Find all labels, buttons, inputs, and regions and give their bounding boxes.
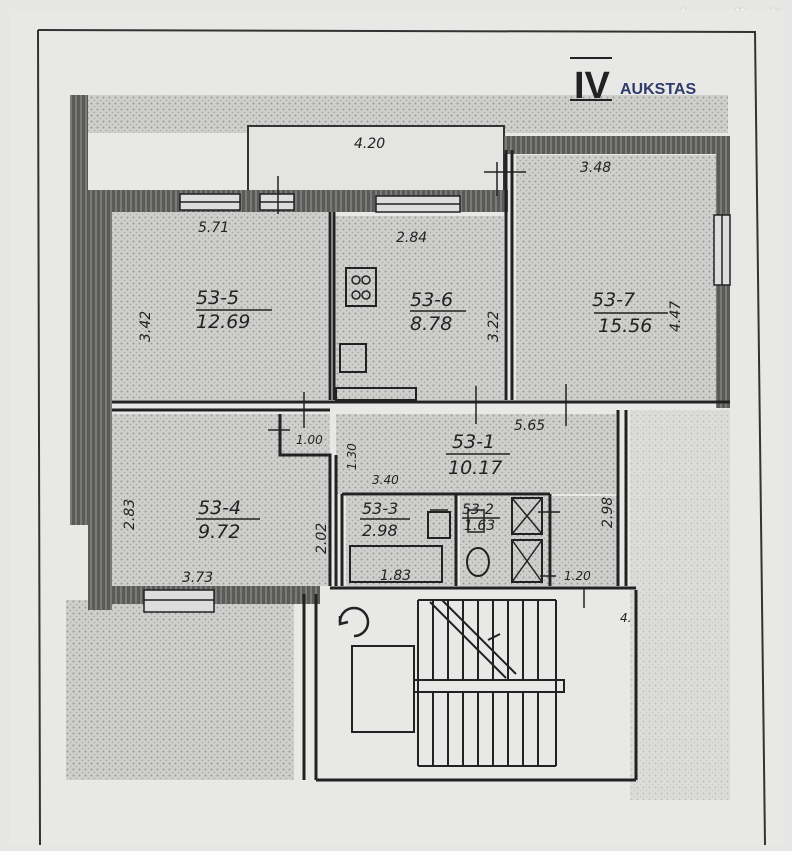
dim-r6-width: 2.84 xyxy=(396,230,427,246)
wall-north-east xyxy=(504,136,728,154)
room-53-2-code: 53-2 xyxy=(462,502,494,518)
shaft-top-icon xyxy=(511,497,543,535)
window-53-4 xyxy=(143,589,215,613)
sink-icon xyxy=(339,343,367,373)
dim-r3-width: 3.40 xyxy=(372,473,399,487)
room-53-6-area: 8.78 xyxy=(410,313,452,335)
dim-r6-height: 3.22 xyxy=(486,311,502,342)
room-53-3-code: 53-3 xyxy=(362,499,398,518)
room-53-5-code: 53-5 xyxy=(196,287,239,309)
dim-r4-inner: 2.02 xyxy=(314,523,330,554)
room-53-7-code: 53-7 xyxy=(592,289,635,311)
dim-edge-mark: 4. xyxy=(620,611,631,625)
page-frame-left xyxy=(37,29,41,846)
room-53-1-area: 10.17 xyxy=(448,457,502,479)
room-53-3-area: 2.98 xyxy=(362,521,398,540)
wall-west-outer xyxy=(70,95,88,525)
dim-r7-height: 4.47 xyxy=(668,301,684,332)
room-53-6-code: 53-6 xyxy=(410,289,453,311)
room-53-5-floor xyxy=(112,212,328,400)
bathtub-icon xyxy=(349,545,443,583)
room-53-1-code: 53-1 xyxy=(452,431,495,453)
washbasin-icon xyxy=(427,511,451,539)
shaft-bottom-icon xyxy=(511,539,543,583)
dim-corridor-a: 1.00 xyxy=(296,433,323,447)
dim-r3-bottom: 1.83 xyxy=(380,568,411,584)
dimension-ticks xyxy=(268,162,585,608)
dim-r4-width: 3.73 xyxy=(182,570,213,586)
surround-bottom-left xyxy=(66,600,294,780)
dim-r5-height: 3.42 xyxy=(138,311,154,342)
stair-landing xyxy=(351,645,415,733)
room-53-2-area: 1.63 xyxy=(464,518,495,534)
room-53-4-area: 9.72 xyxy=(198,521,240,543)
interior-walls xyxy=(112,150,730,782)
dim-right-bottom: 1.20 xyxy=(564,569,591,583)
page-frame-top-right xyxy=(37,29,766,846)
corridor-right-floor xyxy=(552,496,618,586)
dim-r7-width: 3.48 xyxy=(580,160,611,176)
stove-icon xyxy=(345,267,377,307)
room-53-7-floor xyxy=(516,155,718,400)
room-53-4-code: 53-4 xyxy=(198,497,241,519)
dim-balcony-width: 4.20 xyxy=(354,136,385,152)
toilet-icon xyxy=(466,547,490,577)
kitchen-counter xyxy=(335,387,417,401)
staircase xyxy=(413,599,565,767)
dim-r4-height: 2.83 xyxy=(122,499,138,530)
room-53-6-floor xyxy=(334,216,504,400)
dim-corridor-b: 1.30 xyxy=(345,443,359,470)
surround-right xyxy=(630,410,730,800)
wall-west xyxy=(88,190,112,610)
floor-label: AUKSTAS xyxy=(620,81,696,98)
room-53-7-area: 15.56 xyxy=(598,315,652,337)
dim-corridor-length: 5.65 xyxy=(514,418,545,434)
room-53-5-area: 12.69 xyxy=(196,311,250,333)
dim-r5-width: 5.71 xyxy=(198,220,229,236)
dim-right-height: 2.98 xyxy=(600,497,616,528)
rotate-arrow-icon xyxy=(338,606,370,638)
room-53-4-floor xyxy=(112,414,330,586)
